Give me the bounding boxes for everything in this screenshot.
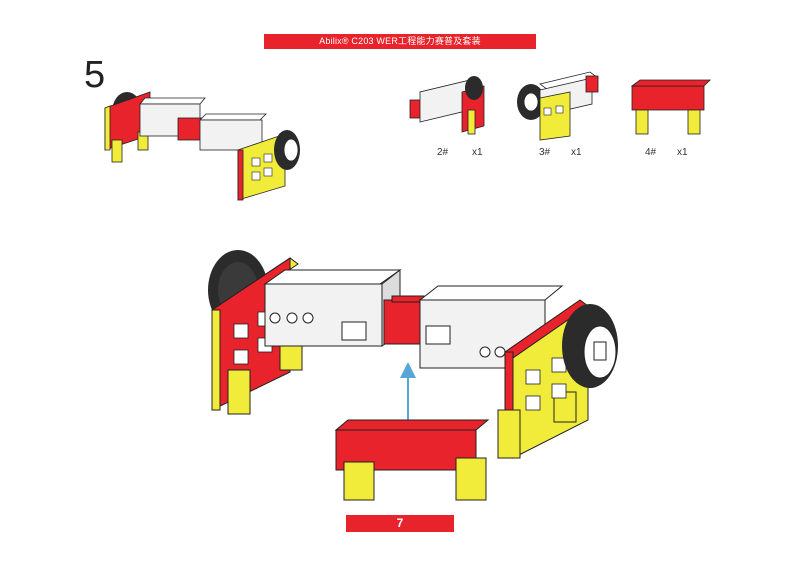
part-2-qty: x1: [472, 147, 483, 158]
part-2-id: 2#: [437, 147, 449, 158]
part-4-qty: x1: [677, 147, 688, 158]
preview-assembly: [104, 91, 300, 201]
part-3-id: 3#: [539, 147, 551, 158]
part-3-illustration: [517, 71, 599, 141]
part-3-qty: x1: [571, 147, 582, 158]
part-4-illustration: [630, 79, 711, 135]
main-assembly: [208, 250, 618, 501]
header-title: Abilix® C203 WER工程能力赛普及套装: [319, 36, 481, 46]
part-4-id: 4#: [645, 147, 657, 158]
step-number: 5: [84, 54, 106, 96]
header-title-bar: Abilix® C203 WER工程能力赛普及套装: [264, 34, 536, 49]
page-number: 7: [396, 516, 404, 530]
part-2-illustration: [409, 76, 485, 135]
page-number-bar: 7: [346, 515, 454, 532]
